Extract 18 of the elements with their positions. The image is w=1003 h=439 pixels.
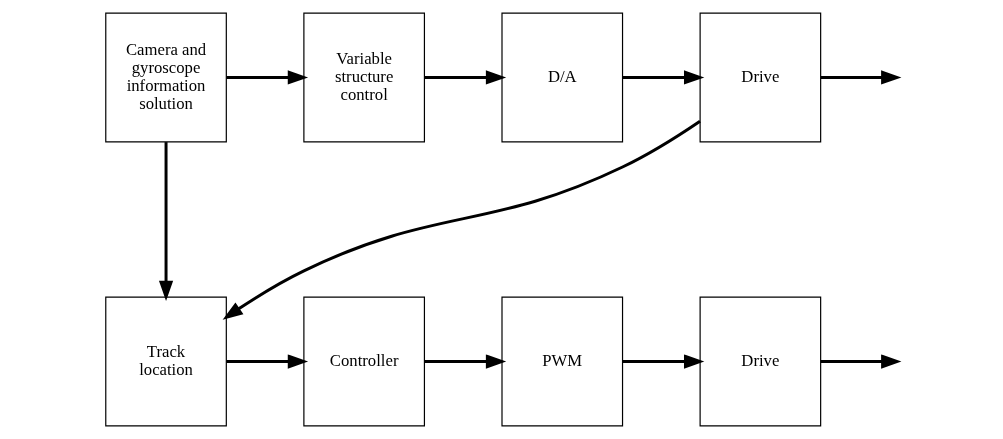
arrow	[226, 70, 308, 85]
node-box: Camera and gyroscope information solution	[104, 12, 227, 143]
node-box: Controller	[302, 296, 425, 427]
arrow	[424, 354, 506, 369]
node-box: Track location	[104, 296, 227, 427]
arrow	[424, 70, 506, 85]
arrow	[622, 354, 704, 369]
arrow	[226, 354, 308, 369]
node-box: Variable structure control	[302, 12, 425, 143]
arrow	[820, 70, 901, 85]
node-box: Drive	[699, 12, 821, 143]
node-box: Drive	[699, 296, 821, 427]
arrow	[158, 142, 173, 302]
arrow	[622, 70, 704, 85]
node-box: D/A	[500, 12, 623, 143]
arrow	[222, 119, 701, 320]
node-box: PWM	[500, 296, 623, 427]
arrow	[820, 354, 901, 369]
